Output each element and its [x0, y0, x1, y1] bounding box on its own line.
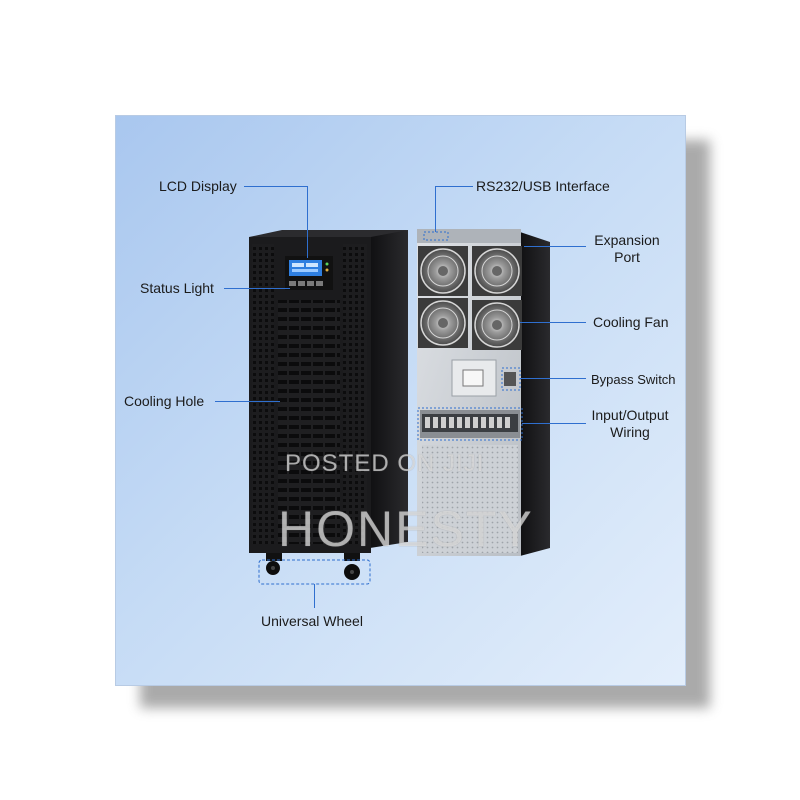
cooling-fans: [418, 246, 522, 350]
rear-cabinet: [417, 229, 550, 556]
leader-rs232-v: [435, 186, 436, 232]
leader-wheel: [314, 584, 315, 608]
label-cooling-fan: Cooling Fan: [593, 314, 669, 330]
leader-lcd-v: [307, 186, 308, 258]
label-rs232-usb: RS232/USB Interface: [476, 178, 610, 194]
leader-rs232-h: [435, 186, 473, 187]
label-cooling-hole: Cooling Hole: [124, 393, 205, 409]
label-expansion-port: Expansion Port: [588, 232, 666, 266]
label-bypass-switch: Bypass Switch: [591, 372, 676, 387]
wheels: [266, 553, 360, 580]
leader-status: [224, 288, 290, 289]
label-lcd-display: LCD Display: [159, 178, 237, 194]
status-lights: [289, 262, 329, 286]
leader-bypass: [520, 378, 586, 379]
label-io-line1: Input/Output: [591, 407, 669, 423]
watermark-line2: HONESTY: [278, 501, 534, 557]
label-io-wiring: Input/Output Wiring: [583, 407, 677, 441]
label-io-line2: Wiring: [610, 424, 650, 440]
leader-lcd-h: [244, 186, 308, 187]
label-universal-wheel: Universal Wheel: [261, 613, 363, 629]
watermark-line1: POSTED ON JIJI: [285, 450, 485, 477]
leader-io-wiring: [522, 423, 586, 424]
leader-cooling-hole: [215, 401, 280, 402]
terminal-block: [420, 410, 520, 438]
leader-cooling-fan: [520, 322, 586, 323]
lcd-screen: [289, 260, 322, 276]
wheel-highlight-box: [258, 559, 371, 585]
label-status-light: Status Light: [140, 280, 214, 296]
label-expansion-line1: Expansion: [594, 232, 660, 248]
front-cabinet: [249, 230, 408, 580]
label-expansion-line2: Port: [614, 249, 640, 265]
leader-expansion: [524, 246, 586, 247]
